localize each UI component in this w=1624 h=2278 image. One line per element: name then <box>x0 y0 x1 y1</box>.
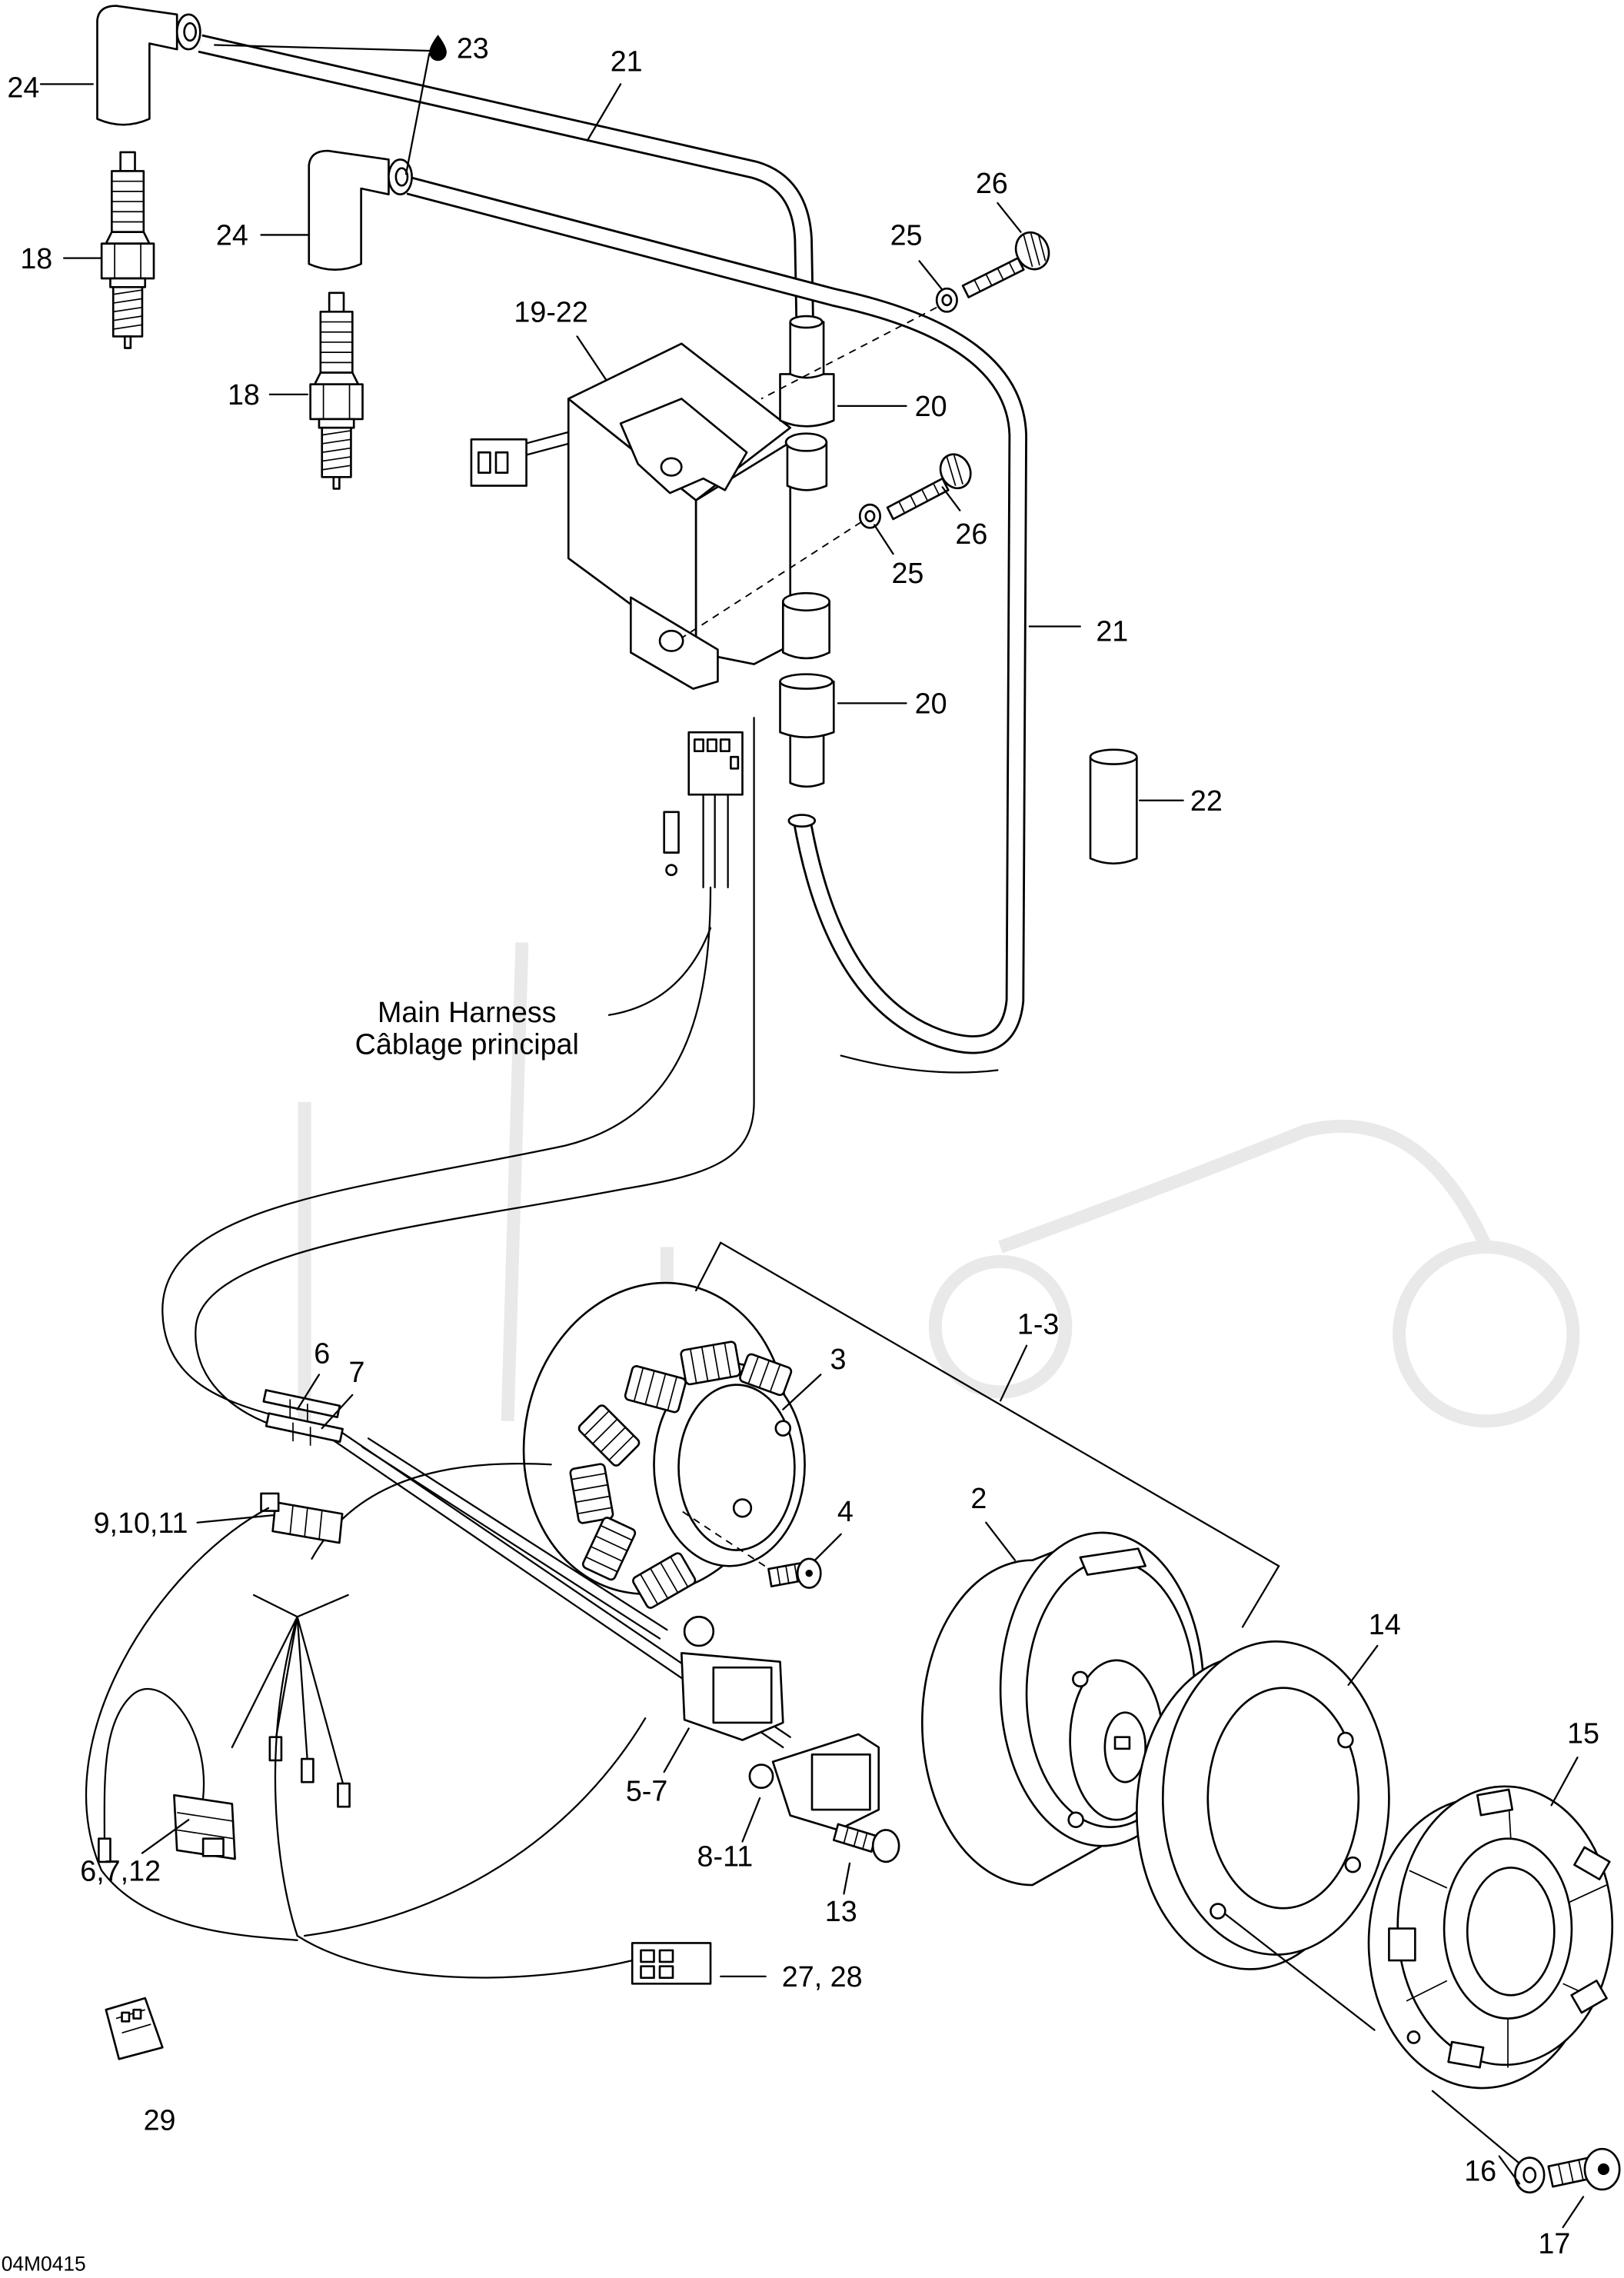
callout-label: 18 <box>228 378 260 411</box>
connector <box>173 1793 236 1860</box>
spark-plug-cap <box>308 149 413 271</box>
callout-label: 23 <box>457 32 489 64</box>
screw <box>832 1823 900 1863</box>
callout-label: 29 <box>144 2104 176 2136</box>
callout-label: 1-3 <box>1017 1308 1059 1340</box>
callout-label: 25 <box>891 557 923 589</box>
wiring-harness <box>85 1507 647 1979</box>
washer <box>858 503 881 529</box>
washer <box>935 287 958 313</box>
callout-label: 13 <box>825 1895 857 1927</box>
callout-label: 25 <box>890 219 923 251</box>
main-harness <box>161 717 755 1430</box>
callout-label: 18 <box>20 242 52 275</box>
callout-label: 14 <box>1369 1608 1401 1640</box>
high-tension-wire-long <box>406 176 1027 1074</box>
callout-label: 24 <box>216 219 248 251</box>
callout-label: 6,7,12 <box>80 1854 161 1887</box>
connector <box>260 1492 344 1544</box>
callout-label: 20 <box>915 688 947 720</box>
callout-label: 17 <box>1538 2227 1570 2260</box>
spark-plug-cap <box>96 5 201 126</box>
bolt <box>1547 2147 1621 2191</box>
callout-label: 27, 28 <box>782 1960 863 1993</box>
callout-label: 20 <box>915 390 947 422</box>
callout-label: 16 <box>1464 2155 1496 2187</box>
kit-bracket <box>695 1241 1280 1628</box>
harness-label-french: Câblage principal <box>355 1028 579 1061</box>
stator-screw <box>767 1557 822 1589</box>
callout-label: 15 <box>1567 1717 1599 1749</box>
callout-label: 19-22 <box>514 296 587 328</box>
fluid-drop-icon <box>429 35 447 62</box>
callout-label: 26 <box>955 518 987 550</box>
callout-label: 9,10,11 <box>94 1507 188 1539</box>
alignment-line <box>1431 2090 1521 2165</box>
screw <box>961 231 1050 298</box>
connector <box>631 1942 712 1985</box>
callout-label: 2 <box>970 1482 987 1514</box>
callout-label: 5-7 <box>626 1775 667 1807</box>
flywheel-cover <box>1367 1785 1614 2090</box>
protective-sleeve <box>1089 748 1138 865</box>
alignment-line <box>681 521 862 639</box>
spark-plug <box>309 291 364 490</box>
alignment-line <box>681 1510 777 1574</box>
callout-label: 7 <box>348 1356 364 1388</box>
stator <box>522 1281 806 1609</box>
callout-label: 21 <box>1096 614 1128 647</box>
callout-label: 24 <box>7 71 39 103</box>
washer <box>1514 2156 1546 2194</box>
ignition-coil <box>470 342 830 690</box>
watermark <box>298 942 1580 1428</box>
pickup-coil <box>680 1615 784 1741</box>
wire-boot <box>779 315 835 428</box>
flywheel-ring <box>1136 1640 1390 1970</box>
callout-label: 22 <box>1190 784 1223 817</box>
callout-label: 26 <box>976 167 1008 199</box>
callout-label: 4 <box>837 1495 854 1527</box>
callout-label: 21 <box>611 45 643 77</box>
spark-plug <box>100 151 155 349</box>
wire-boot <box>779 673 835 788</box>
callout-label: 3 <box>830 1343 846 1375</box>
leader-lines <box>39 44 1585 2229</box>
connector-housing <box>105 1997 164 2060</box>
figure-code: 04M0415 <box>2 2253 86 2276</box>
screw <box>886 453 972 521</box>
callout-label: 8-11 <box>697 1840 754 1873</box>
trigger-coil <box>748 1733 880 1831</box>
alignment-line <box>760 306 937 400</box>
callout-label: 6 <box>314 1337 330 1369</box>
harness-label: Main Harness <box>378 996 557 1028</box>
alignment-line <box>1224 1913 1376 2031</box>
high-tension-wire-top <box>198 34 814 320</box>
main-harness-connector <box>663 731 744 889</box>
